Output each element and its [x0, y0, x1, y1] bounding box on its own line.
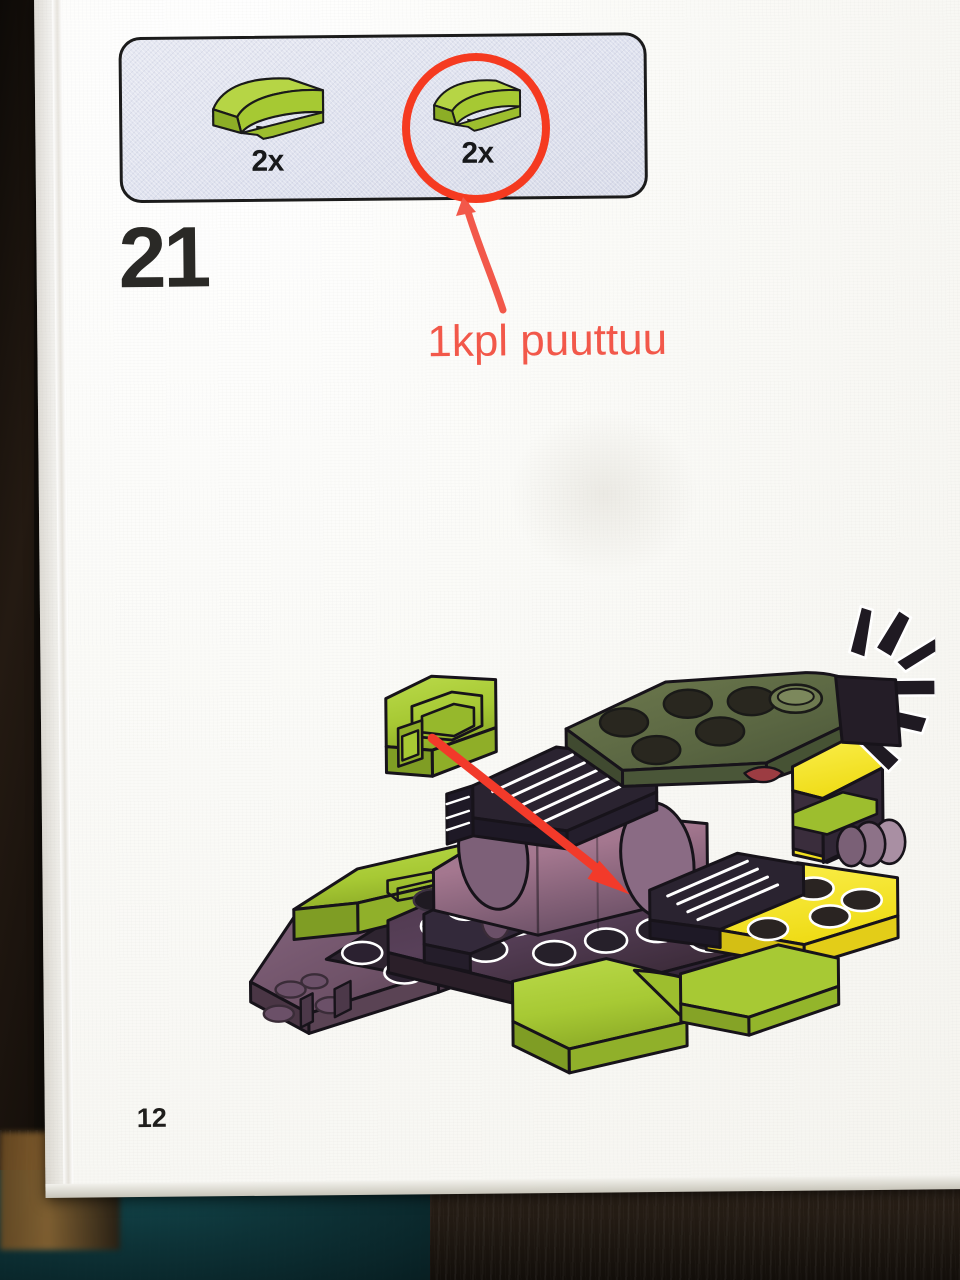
missing-part-note: 1kpl puuttuu	[427, 314, 668, 367]
step-number: 21	[118, 209, 209, 307]
curved-slope-brick-icon	[433, 79, 522, 132]
paper-smudge	[508, 407, 700, 580]
curved-slope-brick-icon	[212, 77, 325, 140]
instruction-page: 2x 2x 21 1kpl puuttuu 12	[34, 0, 960, 1198]
desk-surface-left	[0, 0, 34, 1280]
part-slot-2: 2x	[392, 72, 563, 172]
page-number: 12	[136, 1102, 167, 1134]
lego-model-illustration	[248, 604, 940, 1075]
part-quantity-label: 2x	[461, 136, 494, 170]
part-quantity-label: 2x	[251, 144, 284, 178]
part-slot-1: 2x	[182, 68, 353, 180]
parts-callout-box: 2x 2x	[118, 32, 648, 204]
red-placement-arrow	[427, 733, 630, 895]
